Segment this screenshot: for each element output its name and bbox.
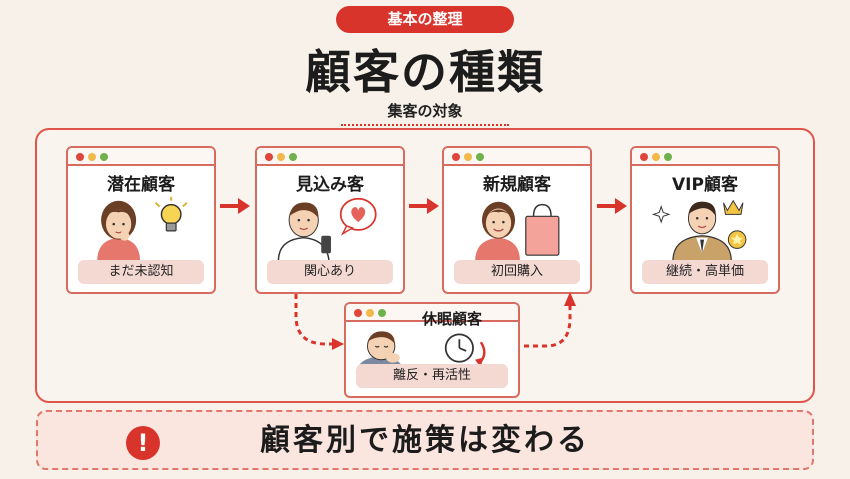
window-bar <box>632 148 778 166</box>
exclamation-icon: ! <box>126 426 160 460</box>
man-with-phone-icon <box>277 197 377 262</box>
card-title: 休眠顧客 <box>421 310 482 328</box>
green-dot-icon <box>476 153 484 161</box>
conclusion-text: 顧客別で施策は変わる <box>260 423 590 458</box>
yellow-dot-icon <box>652 153 660 161</box>
card-prospect: 見込み客 関心あり <box>255 146 405 294</box>
card-title: VIP顧客 <box>672 175 738 195</box>
arrow-right-icon <box>220 198 250 214</box>
header-badge: 基本の整理 <box>336 6 514 33</box>
subtitle-underline <box>341 124 509 126</box>
window-bar <box>444 148 590 166</box>
red-dot-icon <box>354 309 362 317</box>
card-title: 潜在顧客 <box>107 175 175 195</box>
woman-with-shopping-bag-icon <box>475 201 560 262</box>
red-dot-icon <box>640 153 648 161</box>
card-title: 新規顧客 <box>483 175 551 195</box>
green-dot-icon <box>100 153 108 161</box>
page-title: 顧客の種類 <box>305 45 545 99</box>
businessman-with-crown-icon <box>651 199 747 262</box>
red-dot-icon <box>76 153 84 161</box>
dashed-arrow-down-icon <box>294 294 344 350</box>
arrow-right-icon <box>597 198 627 214</box>
yellow-dot-icon <box>277 153 285 161</box>
red-dot-icon <box>265 153 273 161</box>
dashed-arrow-up-icon <box>524 292 576 348</box>
window-bar <box>68 148 214 166</box>
card-label: 関心あり <box>267 260 393 284</box>
card-potential-customer: 潜在顧客 まだ未認知 <box>66 146 216 294</box>
red-dot-icon <box>452 153 460 161</box>
conclusion-box: ! 顧客別で施策は変わる <box>36 410 814 470</box>
card-label: 初回購入 <box>454 260 580 284</box>
page-subtitle: 集客の対象 <box>387 102 463 120</box>
card-dormant-customer: 休眠顧客 離反・再活性 <box>344 302 520 398</box>
thinking-woman-icon <box>97 196 188 262</box>
yellow-dot-icon <box>366 309 374 317</box>
yellow-dot-icon <box>88 153 96 161</box>
card-label: 継続・高単価 <box>642 260 768 284</box>
arrow-right-icon <box>409 198 439 214</box>
card-label: 離反・再活性 <box>356 364 508 388</box>
green-dot-icon <box>289 153 297 161</box>
card-new-customer: 新規顧客 初回購入 <box>442 146 592 294</box>
card-vip-customer: VIP顧客 継続・高単価 <box>630 146 780 294</box>
green-dot-icon <box>664 153 672 161</box>
window-bar <box>346 304 518 322</box>
card-title: 見込み客 <box>296 175 364 195</box>
card-label: まだ未認知 <box>78 260 204 284</box>
window-bar <box>257 148 403 166</box>
yellow-dot-icon <box>464 153 472 161</box>
green-dot-icon <box>378 309 386 317</box>
